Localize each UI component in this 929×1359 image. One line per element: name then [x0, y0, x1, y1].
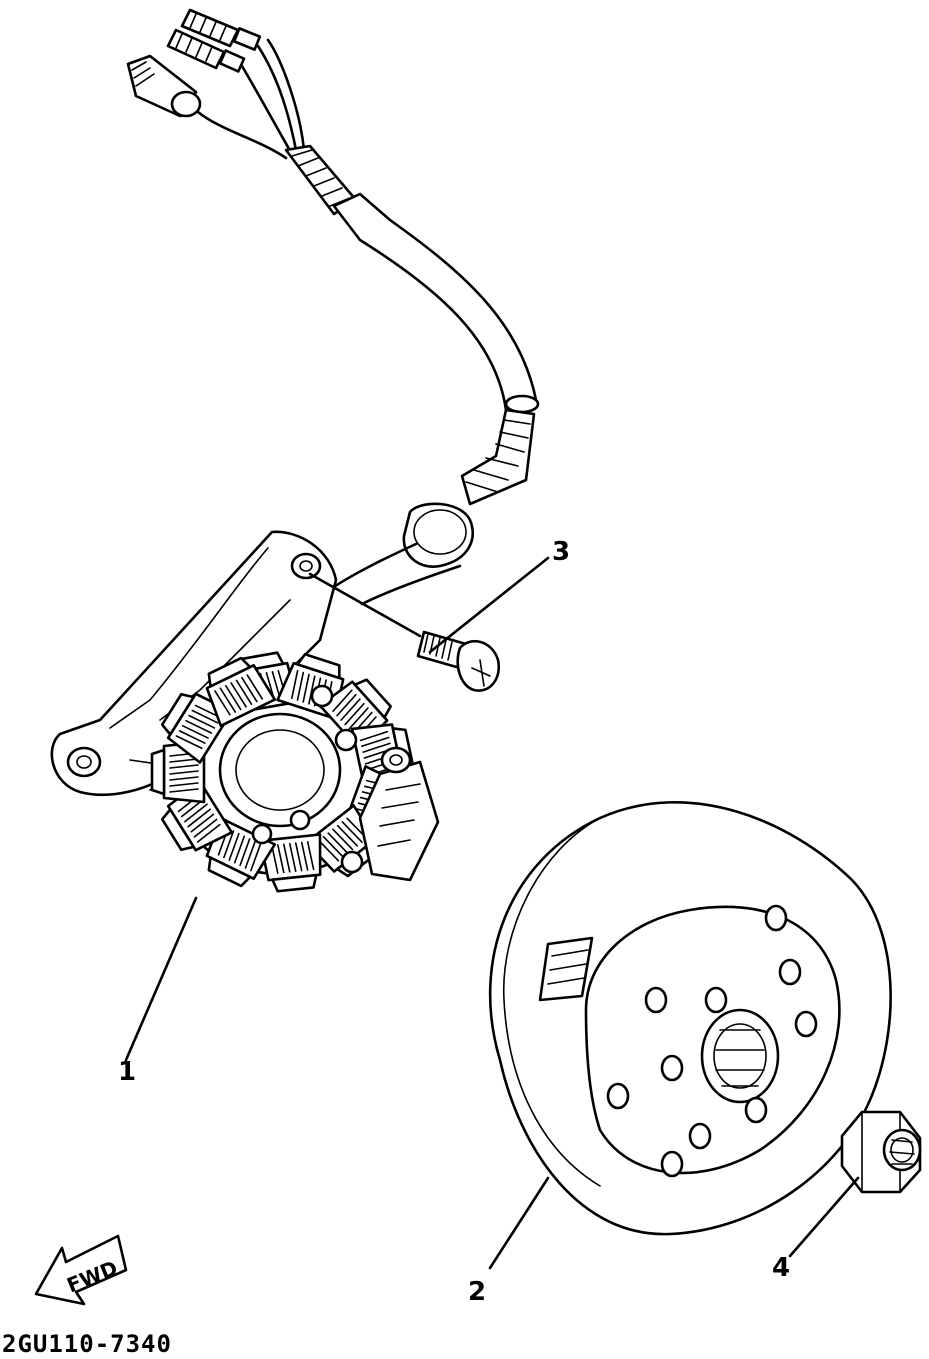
- callout-2: 2: [468, 1277, 486, 1307]
- stator-assembly: [50, 530, 440, 893]
- rotor-bolt-holes: [606, 904, 818, 1178]
- bolt-hole: [606, 1082, 630, 1110]
- leader-lines: [124, 556, 860, 1270]
- callout-1: 1: [118, 1057, 136, 1087]
- bolt-hole: [644, 986, 668, 1014]
- bolt-hole: [660, 1054, 684, 1082]
- forward-direction-arrow: FWD: [34, 1234, 128, 1306]
- bolt-hole: [660, 1150, 684, 1178]
- flange-nut: [840, 1110, 922, 1194]
- stator-coil: [205, 656, 277, 728]
- bolt-hole: [764, 904, 788, 932]
- callout-3: 3: [552, 537, 570, 567]
- bolt-hole: [688, 1122, 712, 1150]
- callout-4: 4: [772, 1253, 790, 1283]
- bolt-hole: [704, 986, 728, 1014]
- bolt-hole: [778, 958, 802, 986]
- harness-connector-bullet: [126, 54, 202, 118]
- harness-connector-middle: [166, 28, 246, 73]
- bolt-hole: [744, 1096, 768, 1124]
- leader-line-3: [428, 556, 550, 654]
- screw: [416, 630, 501, 692]
- drawing-reference-code: 2GU110-7340: [2, 1330, 172, 1358]
- harness-connector-top: [180, 8, 262, 51]
- bolt-hole: [794, 1010, 818, 1038]
- wire-harness: [126, 8, 540, 606]
- flywheel-rotor: [488, 800, 892, 1236]
- leader-line-2: [488, 1176, 550, 1270]
- leader-line-3b: [308, 572, 422, 638]
- leader-line-4: [788, 1176, 860, 1258]
- leader-line-1: [124, 896, 198, 1062]
